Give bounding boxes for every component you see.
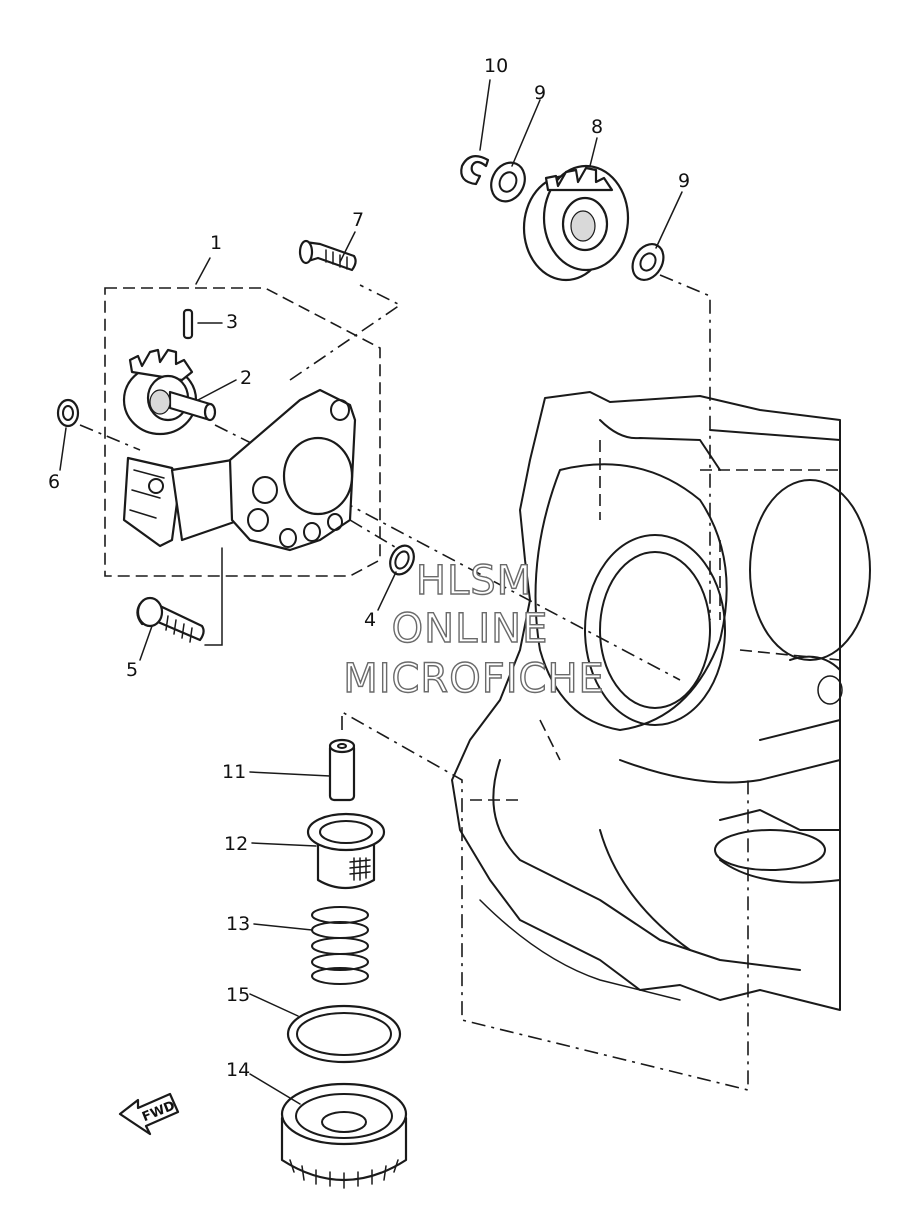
drain-cap-14 [280, 1082, 408, 1189]
pump-gear-2 [122, 348, 217, 436]
callout-2: 2 [240, 367, 252, 389]
watermark-line-2: ONLINE [392, 606, 549, 652]
callout-3: 3 [226, 311, 238, 333]
pipe-11 [328, 738, 356, 802]
o-ring-6 [56, 398, 80, 428]
callout-12: 12 [224, 833, 248, 855]
callout-11: 11 [222, 761, 246, 783]
crankcase [451, 391, 871, 1011]
callout-7: 7 [352, 209, 364, 231]
callout-9-left: 9 [534, 82, 546, 104]
bolt-5 [136, 596, 205, 643]
gear-8 [522, 164, 630, 282]
callout-8: 8 [591, 116, 603, 138]
oil-pump-assembly-outline [104, 287, 381, 577]
alignment-lines [79, 274, 749, 1092]
bolt-7 [298, 239, 357, 272]
callout-6: 6 [48, 471, 60, 493]
strainer-12 [306, 812, 386, 890]
callout-leaders [59, 79, 683, 1105]
pump-housing [122, 388, 357, 552]
watermark-line-3: MICROFICHE [343, 656, 605, 702]
callout-1: 1 [210, 232, 222, 254]
callout-4: 4 [364, 609, 376, 631]
spring-13 [311, 906, 369, 985]
callout-numbers: 1 2 3 4 5 6 7 8 9 9 10 11 12 13 14 15 [48, 55, 690, 1081]
washer-9-right [631, 243, 665, 281]
washer-9-left [490, 161, 526, 203]
callout-5: 5 [126, 659, 138, 681]
callout-9-right: 9 [678, 170, 690, 192]
callout-15: 15 [226, 984, 250, 1006]
o-ring-15 [286, 1004, 402, 1064]
circlip-10 [460, 155, 490, 186]
callout-14: 14 [226, 1059, 250, 1081]
watermark: HLSM ONLINE MICROFICHE [342, 557, 605, 702]
dowel-pin-3 [182, 308, 194, 340]
callout-10: 10 [484, 55, 508, 77]
forward-direction-arrow: FWD [118, 1092, 180, 1136]
watermark-line-1: HLSM [416, 558, 532, 604]
callout-13: 13 [226, 913, 250, 935]
o-ring-4 [389, 544, 415, 576]
